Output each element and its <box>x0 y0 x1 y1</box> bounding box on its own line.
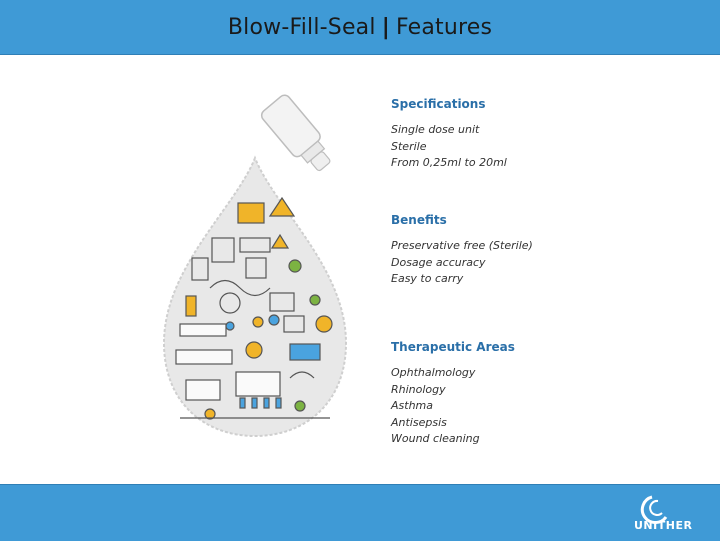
section-benefits: Benefits Preservative free (Sterile) Dos… <box>391 212 533 288</box>
list-item: Ophthalmology <box>391 366 476 379</box>
list-item: Dosage accuracy <box>391 255 486 269</box>
footer-bar: UNITHER <box>0 484 720 541</box>
section-list: Preservative free (Sterile) Dosage accur… <box>391 238 533 288</box>
section-list: Ophthalmology Rhinology Asthma Antisepsi… <box>391 365 515 448</box>
list-item: Rhinology <box>391 382 446 396</box>
vial-icon <box>260 94 331 172</box>
title-separator: | <box>381 14 390 40</box>
drop-illustration <box>162 94 348 438</box>
logo-text: UNITHER <box>634 519 693 532</box>
list-item: Easy to carry <box>391 272 464 286</box>
section-list: Single dose unit Sterile From 0,25ml to … <box>391 122 507 172</box>
list-item: Single dose unit <box>391 123 480 136</box>
list-item: From 0,25ml to 20ml <box>391 156 507 170</box>
header-bar: Blow-Fill-Seal|Features <box>0 0 720 55</box>
section-specifications: Specifications Single dose unit Sterile … <box>391 96 507 172</box>
section-heading: Specifications <box>391 97 486 111</box>
unither-logo: UNITHER <box>626 493 706 535</box>
logo-mark-icon <box>640 495 668 525</box>
section-heading: Therapeutic Areas <box>391 340 515 354</box>
list-item: Wound cleaning <box>391 432 480 446</box>
list-item: Preservative free (Sterile) <box>391 239 533 252</box>
drop-shape <box>162 155 348 438</box>
section-heading: Benefits <box>391 213 447 227</box>
list-item: Sterile <box>391 139 427 153</box>
page-title: Blow-Fill-Seal|Features <box>228 15 492 40</box>
section-therapeutic-areas: Therapeutic Areas Ophthalmology Rhinolog… <box>391 339 515 448</box>
title-left: Blow-Fill-Seal <box>227 14 376 40</box>
list-item: Asthma <box>391 399 433 413</box>
title-right: Features <box>395 14 493 40</box>
list-item: Antisepsis <box>391 415 447 429</box>
